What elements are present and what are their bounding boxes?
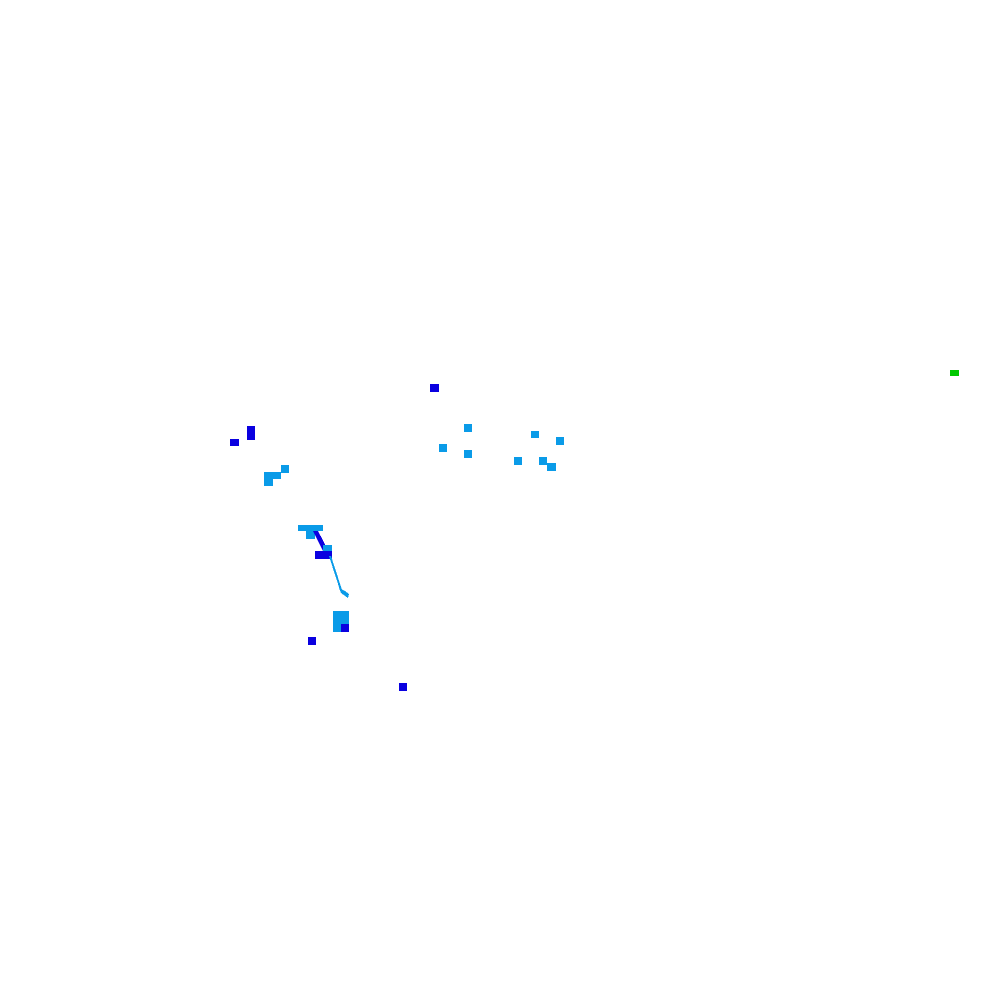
route-end-marker	[339, 588, 349, 598]
light-blue-marker	[539, 457, 547, 465]
dark-blue-marker	[399, 683, 407, 691]
green-marker	[950, 370, 959, 376]
light-blue-marker	[556, 437, 564, 445]
dark-blue-marker	[430, 384, 439, 392]
dark-blue-marker	[315, 551, 332, 559]
light-blue-marker	[531, 431, 539, 438]
dark-blue-marker	[247, 426, 255, 440]
light-blue-marker	[281, 465, 289, 473]
light-blue-marker	[464, 450, 472, 458]
light-blue-marker	[464, 424, 472, 432]
light-blue-marker	[323, 545, 332, 552]
light-blue-marker	[547, 463, 556, 471]
light-blue-marker	[264, 478, 273, 486]
light-blue-marker	[514, 457, 522, 465]
light-blue-marker	[264, 472, 281, 479]
light-blue-marker	[439, 444, 447, 452]
route-line-light	[329, 555, 349, 596]
dark-blue-marker	[308, 637, 316, 645]
dark-blue-marker	[230, 439, 239, 446]
route-feature	[298, 525, 349, 598]
light-blue-marker	[306, 531, 315, 539]
dark-blue-marker	[341, 624, 349, 632]
light-blue-marker	[298, 525, 323, 531]
